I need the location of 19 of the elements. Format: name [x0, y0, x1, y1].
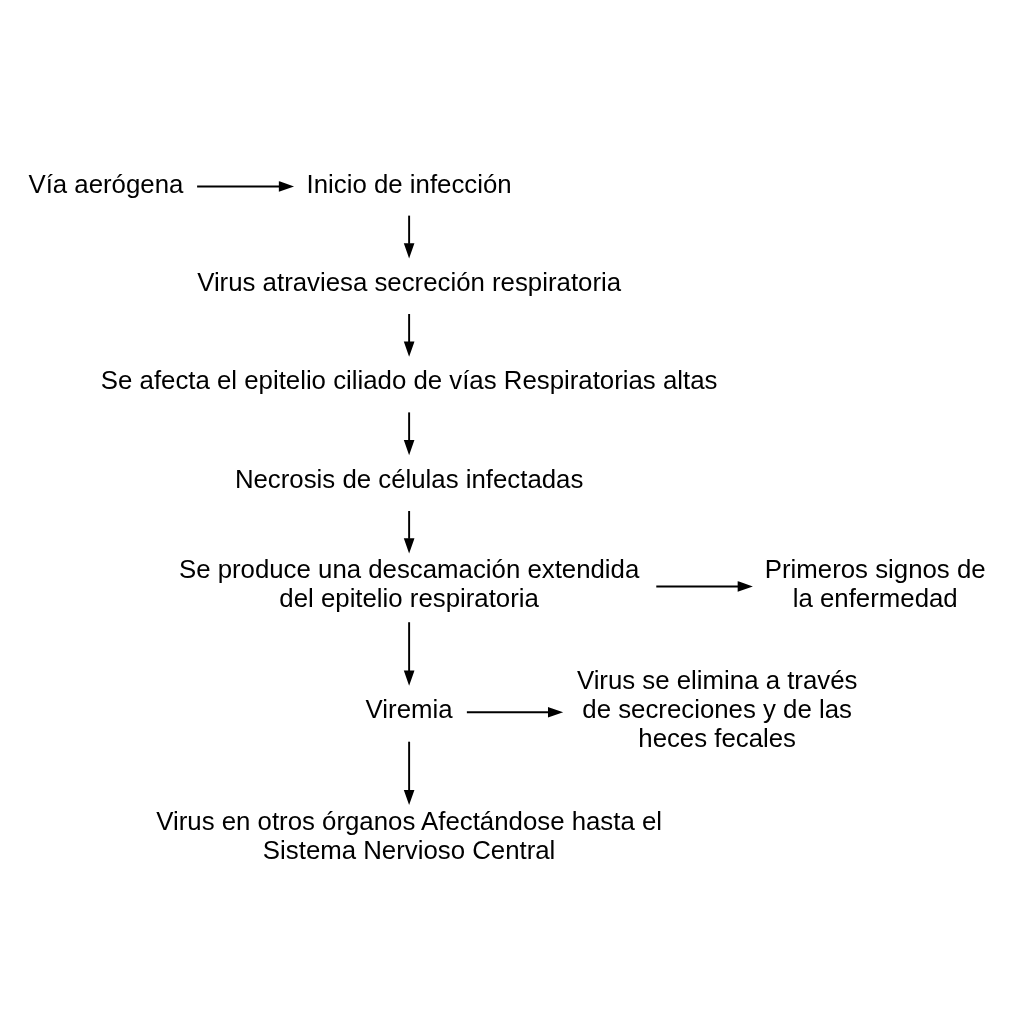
- arrow: [403, 313, 415, 357]
- node-text: Virus se elimina a través de secreciones y de las heces fecales: [576, 666, 858, 753]
- node-text: Necrosis de células infectadas: [234, 464, 584, 493]
- node-text: Se produce una descamación extendida del epitelio respiratoria: [178, 555, 640, 613]
- node-text: Vía aerógena: [28, 169, 184, 198]
- arrow: [403, 411, 415, 456]
- arrow: [403, 740, 415, 806]
- arrow: [403, 621, 415, 686]
- node-text: Viremia: [365, 695, 453, 724]
- arrow: [403, 214, 415, 259]
- node-text: Inicio de infección: [306, 169, 512, 198]
- arrow: [655, 581, 753, 592]
- arrow: [196, 181, 295, 192]
- arrow: [403, 510, 415, 554]
- node-text: Primeros signos de la enfermedad: [764, 555, 986, 613]
- node-text: Se afecta el epitelio ciliado de vías Respiratorias altas: [100, 366, 718, 395]
- arrow: [465, 706, 564, 718]
- node-text: Virus atraviesa secreción respiratoria: [197, 267, 622, 296]
- node-text: Virus en otros órganos Afectándose hasta el Sistema Nervioso Central: [156, 806, 662, 864]
